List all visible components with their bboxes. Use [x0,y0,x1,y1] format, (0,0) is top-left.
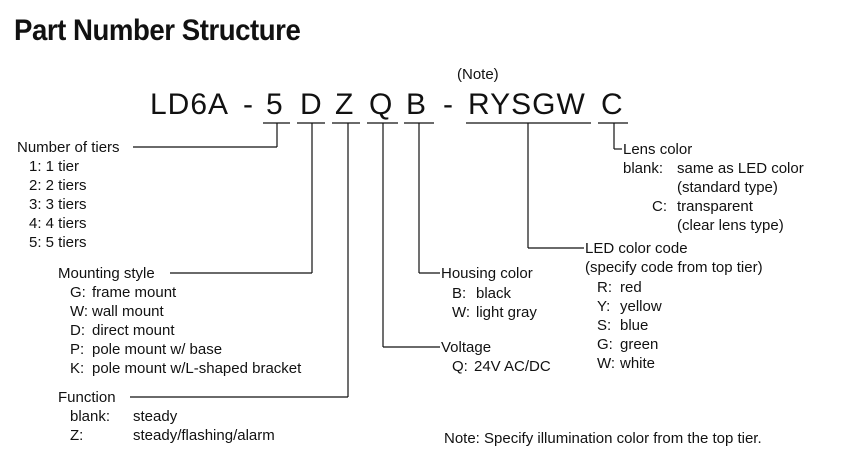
part-dash-1: - [243,88,254,121]
led-desc: yellow [620,298,662,315]
part-code-voltage: Q [369,88,394,121]
housing-code: B: [452,285,467,302]
mounting-desc: wall mount [92,303,164,320]
led-code: R: [597,279,612,296]
page-title: Part Number Structure [14,14,301,47]
lens-heading: Lens color [623,141,693,158]
part-code-lens: C [601,88,624,121]
led-code: G: [597,336,613,353]
voltage-heading: Voltage [441,339,492,356]
led-code: W: [597,355,616,372]
function-desc: steady [133,408,178,425]
led-desc: blue [620,317,649,334]
voltage-code: Q: [452,358,468,375]
led-desc: white [620,355,656,372]
mounting-code: G: [70,284,86,301]
mounting-code: K: [70,360,85,377]
part-prefix: LD6A [150,88,230,121]
part-code-tiers: 5 [266,88,284,121]
tiers-item: 5: 5 tiers [29,234,87,251]
note-label: (Note) [457,66,499,83]
mounting-heading: Mounting style [58,265,155,282]
part-dash-2: - [443,88,454,121]
voltage-desc: 24V AC/DC [474,358,551,375]
lens-subdesc: (standard type) [677,179,778,196]
function-heading: Function [58,389,116,406]
mounting-desc: direct mount [92,322,175,339]
part-code-housing: B [406,88,428,121]
mounting-desc: frame mount [92,284,177,301]
part-code-mounting: D [300,88,323,121]
led-heading: LED color code [585,240,688,257]
tiers-item: 2: 2 tiers [29,177,87,194]
tiers-item: 3: 3 tiers [29,196,87,213]
housing-desc: light gray [476,304,537,321]
function-desc: steady/flashing/alarm [133,427,275,444]
footer-note: Note: Specify illumination color from th… [444,430,762,447]
mounting-desc: pole mount w/ base [92,341,223,358]
lens-subdesc: (clear lens type) [677,217,784,234]
mounting-code: W: [70,303,89,320]
led-code: Y: [597,298,611,315]
tiers-item: 1: 1 tier [29,158,80,175]
led-code: S: [597,317,612,334]
led-subheading: (specify code from top tier) [585,259,763,276]
part-code-led: RYSGW [468,88,586,121]
mounting-code: D: [70,322,85,339]
led-desc: red [620,279,642,296]
housing-desc: black [476,285,512,302]
led-desc: green [620,336,659,353]
tiers-heading: Number of tiers [17,139,120,156]
lens-desc: transparent [677,198,753,215]
lens-desc: same as LED color [677,160,804,177]
lens-code: blank: [623,160,664,177]
function-code: blank: [70,408,111,425]
mounting-desc: pole mount w/L-shaped bracket [92,360,302,377]
mounting-code: P: [70,341,85,358]
lens-code: C: [652,198,667,215]
function-code: Z: [70,427,84,444]
housing-heading: Housing color [441,265,533,282]
part-code-function: Z [335,88,355,121]
tiers-item: 4: 4 tiers [29,215,87,232]
housing-code: W: [452,304,471,321]
